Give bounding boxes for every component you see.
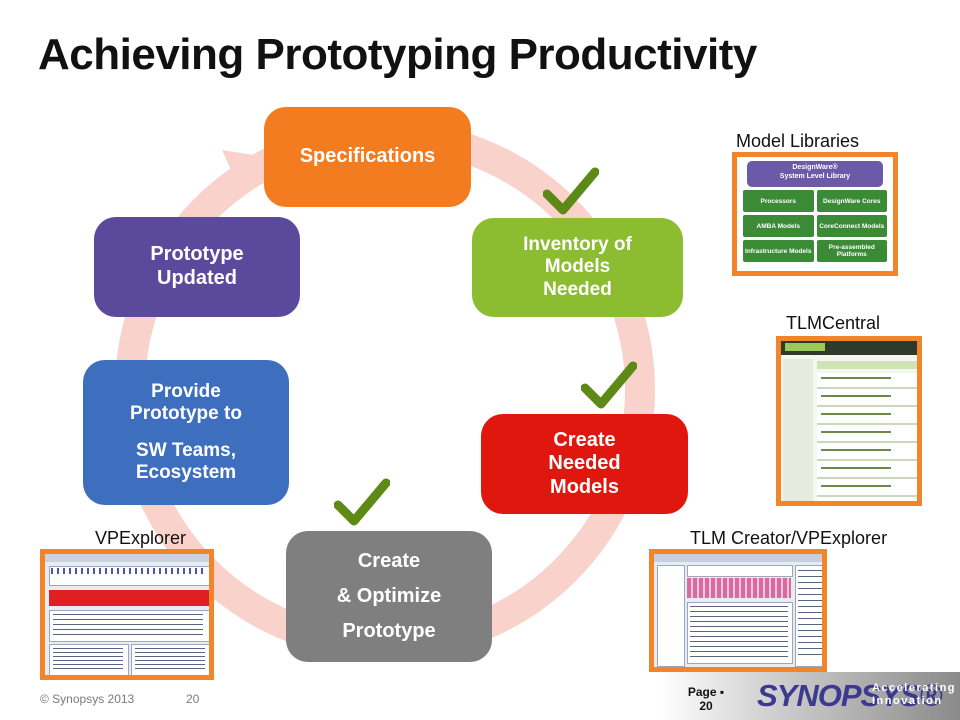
vpexplorer-caption: VPExplorer: [95, 528, 187, 548]
slide-title: Achieving Prototyping Productivity: [38, 30, 757, 79]
tagline-line-1: Accelerating: [872, 682, 957, 694]
designware-subtitle: System Level Library: [779, 173, 851, 181]
checkmark-icon: [543, 167, 599, 215]
tagline-line-2: Innovation: [872, 694, 943, 707]
designware-header: DesignWare® System Level Library: [747, 161, 883, 187]
tlmcentral-screenshot: [776, 336, 922, 506]
checkmark-icon: [581, 361, 637, 409]
provide-line-4: Ecosystem: [135, 461, 237, 483]
designware-cell: Pre-assembled Platforms: [816, 240, 887, 262]
designware-title: DesignWare®: [792, 164, 838, 171]
slide-number: 20: [186, 692, 200, 706]
designware-cell: Infrastructure Models: [743, 240, 814, 262]
create-models-line-3: Models: [550, 475, 619, 498]
designware-grid: Processors DesignWare Cores AMBA Models …: [743, 190, 887, 262]
inventory-line-2: Models: [544, 256, 611, 278]
ring-arrowhead: [222, 150, 272, 190]
inventory-line-1: Inventory of: [523, 233, 632, 255]
designware-cell: AMBA Models: [743, 215, 814, 237]
designware-cell: CoreConnect Models: [816, 215, 887, 237]
optimize-line-3: Prototype: [342, 620, 436, 642]
updated-line-1: Prototype: [150, 243, 244, 266]
brand-band: [660, 672, 960, 720]
model-libraries-caption: Model Libraries: [736, 131, 860, 151]
create-models-line-1: Create: [553, 428, 616, 451]
inventory-box: Inventory of Models Needed: [472, 218, 683, 317]
tlmcentral-caption: TLMCentral: [786, 313, 881, 333]
synopsys-logo: SYNOPSYS®: [757, 678, 942, 713]
tlm-creator-caption: TLM Creator/VPExplorer: [690, 528, 888, 548]
copyright-text: © Synopsys 2013: [40, 692, 135, 706]
create-models-line-2: Needed: [548, 452, 621, 475]
model-libraries-screenshot: DesignWare® System Level Library Process…: [732, 152, 898, 276]
designware-cell: Processors: [743, 190, 814, 212]
create-models-box: Create Needed Models: [481, 414, 688, 514]
provide-line-3: SW Teams,: [136, 439, 236, 461]
page-label: Page ▪: [687, 685, 725, 699]
optimize-line-2: & Optimize: [336, 585, 442, 607]
vpexplorer-screenshot: [40, 549, 214, 680]
checkmark-icon: [334, 478, 390, 526]
designware-cell: DesignWare Cores: [816, 190, 887, 212]
tlm-creator-screenshot: [649, 549, 827, 672]
provide-line-1: Provide: [151, 380, 221, 402]
specifications-box: Specifications: [264, 107, 471, 207]
provide-box: Provide Prototype to SW Teams, Ecosystem: [83, 360, 289, 505]
page-number-value: 20: [699, 698, 713, 713]
specifications-label: Specifications: [299, 145, 436, 168]
updated-box: Prototype Updated: [94, 217, 300, 317]
optimize-box: Create & Optimize Prototype: [286, 531, 492, 662]
brand-tagline: Accelerating Innovation: [872, 682, 956, 707]
updated-line-2: Updated: [157, 267, 237, 289]
inventory-line-3: Needed: [543, 278, 612, 300]
page-number: Page ▪ 20: [676, 685, 736, 714]
optimize-line-1: Create: [357, 550, 421, 572]
provide-line-2: Prototype to: [130, 403, 242, 425]
